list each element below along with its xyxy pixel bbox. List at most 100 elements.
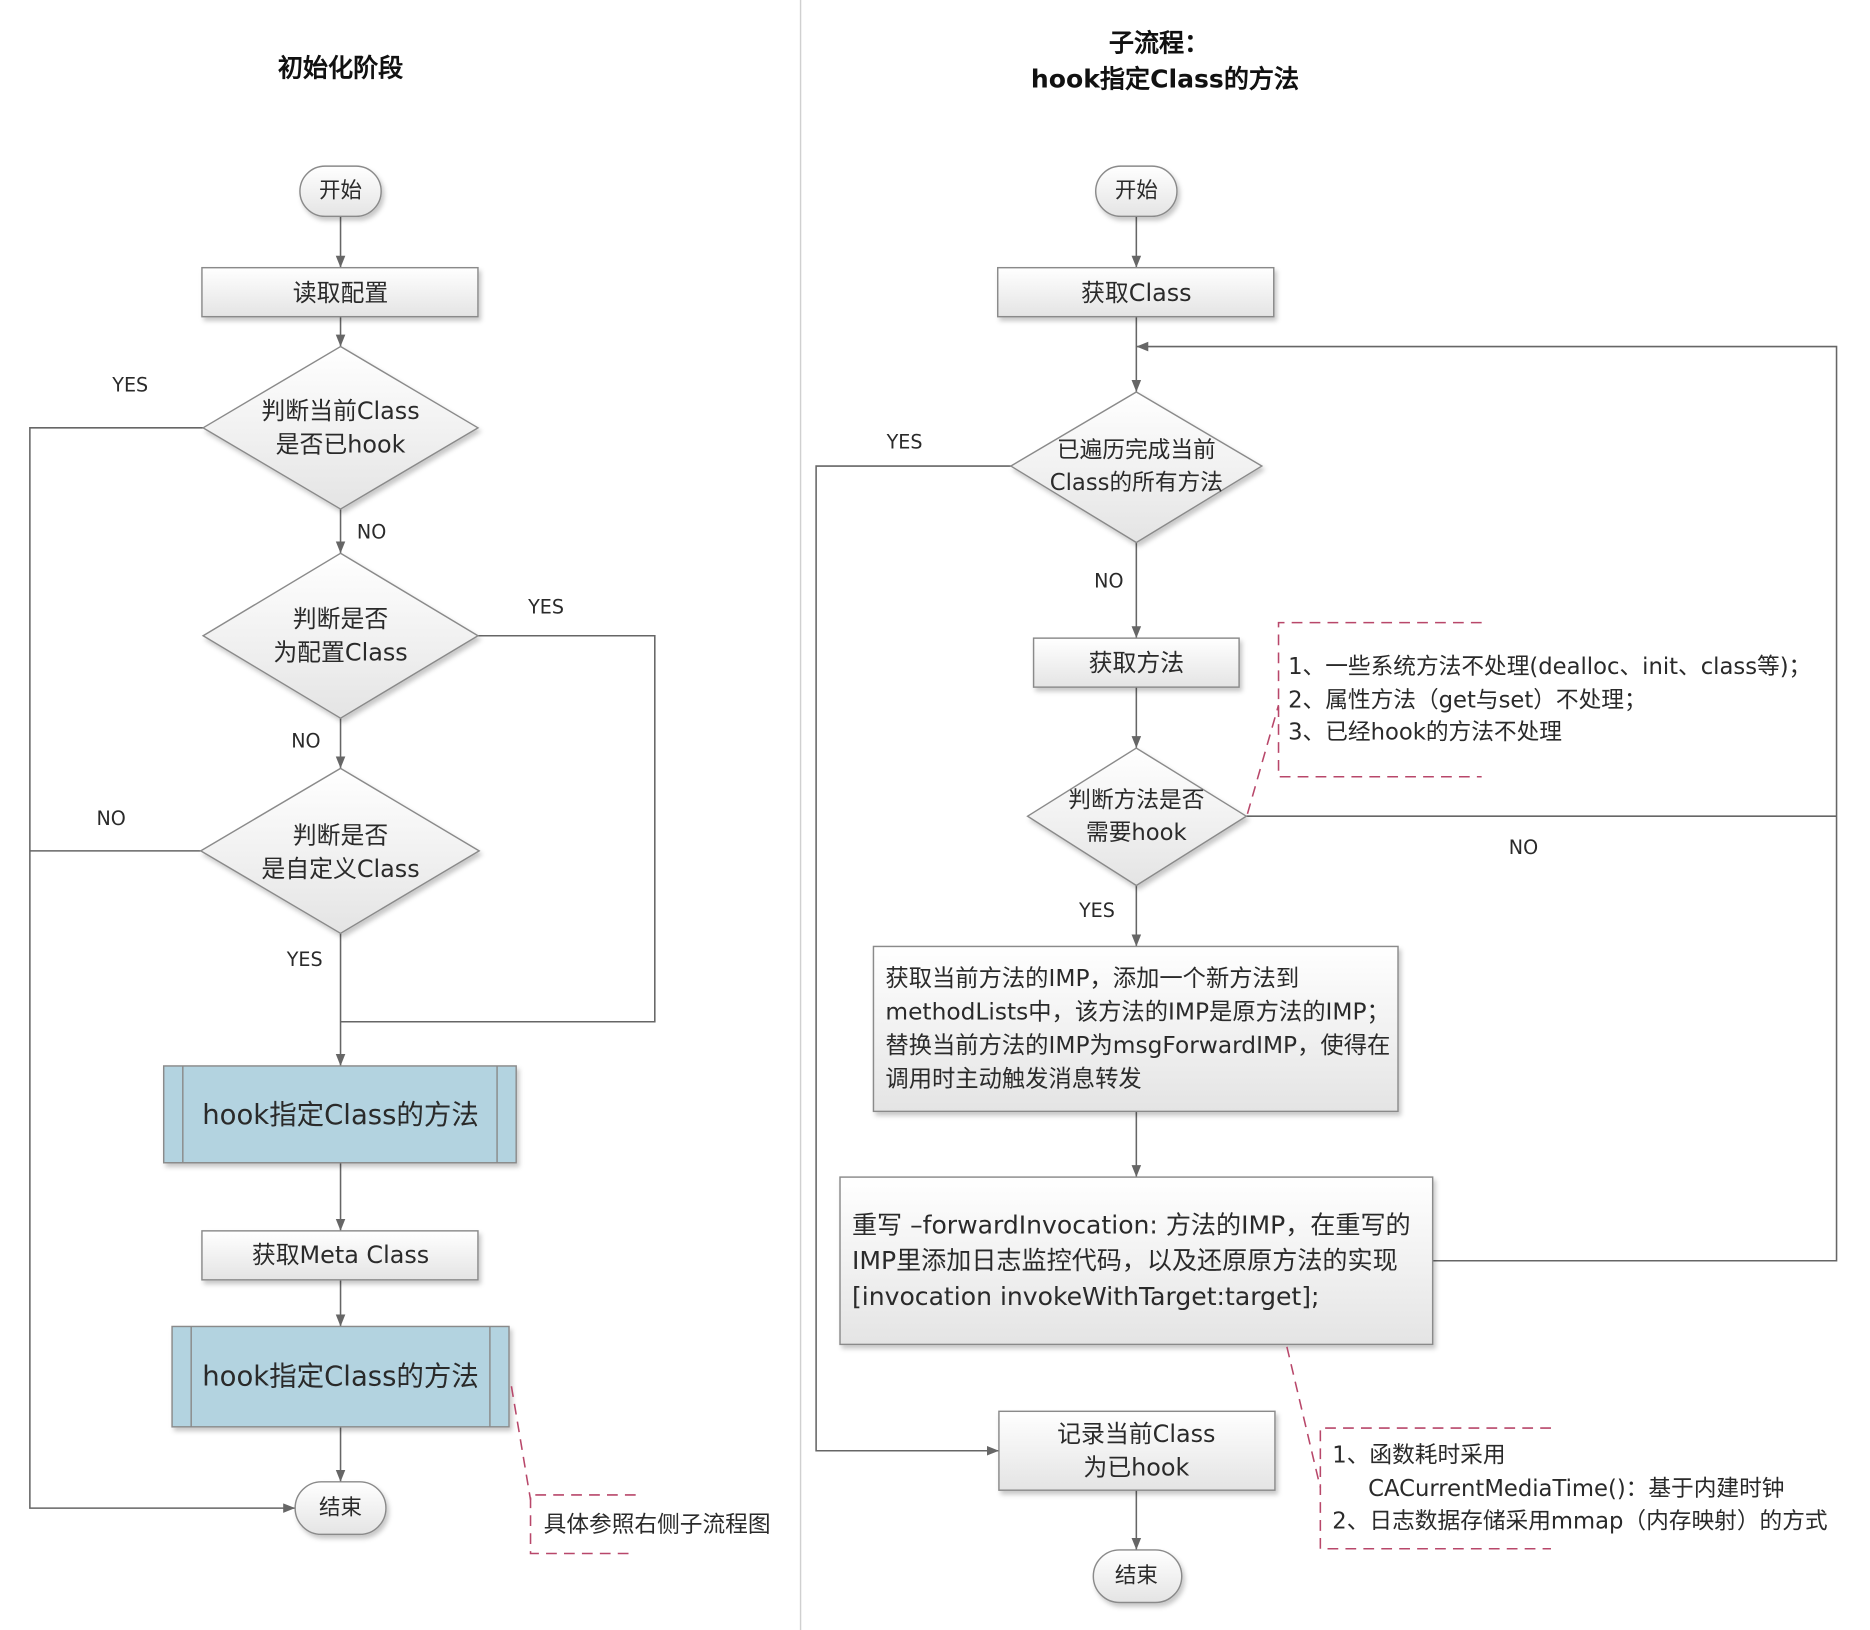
left-start-node: 开始 (299, 165, 382, 218)
hook-class-methods-label: hook指定Class的方法 (202, 1099, 479, 1131)
sub-start-pill (1094, 165, 1178, 218)
right-edge-labels: YES NO NO YES (886, 431, 1539, 922)
add-replace-imp-line-2: methodLists中，该方法的IMP是原方法的IMP； (885, 999, 1389, 1026)
get-method-box (1032, 637, 1240, 688)
add-replace-imp-line-3: 替换当前方法的IMP为msgForwardIMP，使得在 (885, 1032, 1390, 1059)
hook-meta-class-methods-box (171, 1325, 510, 1428)
check-traversed-decision: 已遍历完成当前 Class的所有方法 (1009, 391, 1264, 544)
check-traversed-line-2: Class的所有方法 (1050, 470, 1223, 496)
implementation-connector (1286, 1346, 1322, 1488)
left-annotation: 具体参照右侧子流程图 (510, 1386, 771, 1555)
get-class-box (997, 266, 1275, 318)
check-config-line-2: 为配置Class (273, 638, 407, 666)
edge-hooked-yes-to-end (29, 427, 296, 1513)
check-needs-hook-decision: 判断方法是否 需要hook (1026, 747, 1248, 887)
implementation-line-1: 1、函数耗时采用 (1332, 1443, 1505, 1469)
check-traversed-line-1: 已遍历完成当前 (1057, 438, 1216, 464)
check-needs-hook-diamond (1026, 747, 1248, 887)
forward-invocation-line-3: [invocation invokeWithTarget:target]; (852, 1282, 1320, 1311)
get-meta-class-label: 获取Meta Class (252, 1241, 429, 1269)
left-panel: 初始化阶段 YES NO YES NO NO YES 开始 (29, 54, 771, 1555)
get-meta-class-box (201, 1230, 479, 1281)
get-meta-class-node: 获取Meta Class (201, 1230, 479, 1281)
left-connectors (29, 216, 656, 1513)
forward-invocation-line-1: 重写 –forwardInvocation: 方法的IMP，在重写的 (852, 1210, 1411, 1239)
check-hooked-decision: 判断当前Class 是否已hook (201, 345, 480, 510)
hook-class-methods-box (162, 1065, 517, 1164)
check-custom-diamond (199, 767, 481, 935)
edge-label-custom-no: NO (96, 807, 125, 830)
right-panel-title-line-2: hook指定Class的方法 (1031, 64, 1299, 93)
read-config-label: 读取配置 (293, 279, 388, 307)
record-hooked-line-2: 为已hook (1083, 1453, 1189, 1481)
add-replace-imp-line-1: 获取当前方法的IMP，添加一个新方法到 (885, 965, 1299, 992)
check-custom-line-1: 判断是否 (293, 821, 388, 849)
get-method-label: 获取方法 (1089, 649, 1184, 677)
get-class-node: 获取Class (997, 266, 1275, 318)
check-config-diamond (201, 552, 480, 720)
start-label: 开始 (319, 179, 362, 204)
skip-rules-line-3: 3、已经hook的方法不处理 (1288, 720, 1562, 746)
read-config-node: 读取配置 (201, 266, 479, 318)
edge-label-hooked-yes: YES (111, 373, 148, 396)
check-config-decision: 判断是否 为配置Class (201, 552, 480, 720)
read-config-box (201, 266, 479, 318)
forward-invocation-node: 重写 –forwardInvocation: 方法的IMP，在重写的 IMP里添… (839, 1176, 1434, 1346)
check-needs-hook-line-1: 判断方法是否 (1068, 788, 1204, 814)
implementation-annotation: 1、函数耗时采用 CACurrentMediaTime()：基于内建时钟 2、日… (1286, 1346, 1828, 1550)
check-traversed-diamond (1009, 391, 1264, 544)
implementation-line-2: CACurrentMediaTime()：基于内建时钟 (1368, 1476, 1784, 1502)
sub-end-pill (1092, 1549, 1183, 1604)
add-replace-imp-box (872, 945, 1399, 1113)
get-class-label: 获取Class (1081, 279, 1192, 307)
sub-start-label: 开始 (1115, 179, 1158, 204)
check-config-line-1: 判断是否 (293, 605, 388, 633)
edge-label-config-no: NO (291, 729, 320, 752)
edge-label-custom-yes: YES (286, 948, 323, 971)
skip-rules-line-1: 1、一些系统方法不处理(dealloc、init、class等)； (1288, 654, 1811, 680)
forward-invocation-box (839, 1176, 1434, 1346)
implementation-line-3: 2、日志数据存储采用mmap（内存映射）的方式 (1332, 1508, 1827, 1534)
record-hooked-line-1: 记录当前Class (1057, 1420, 1215, 1448)
edge-label-traversed-yes: YES (886, 431, 923, 454)
edge-label-needs-hook-yes: YES (1078, 899, 1115, 922)
add-replace-imp-node: 获取当前方法的IMP，添加一个新方法到 methodLists中，该方法的IMP… (872, 945, 1399, 1113)
right-end-node: 结束 (1092, 1549, 1183, 1604)
sub-end-label: 结束 (1115, 1564, 1158, 1589)
left-annotation-text: 具体参照右侧子流程图 (544, 1512, 771, 1538)
forward-invocation-line-2: IMP里添加日志监控代码，以及还原原方法的实现 (852, 1246, 1398, 1275)
edge-label-needs-hook-no: NO (1509, 836, 1538, 859)
record-hooked-box (998, 1410, 1276, 1491)
add-replace-imp-line-4: 调用时主动触发消息转发 (885, 1066, 1141, 1093)
end-pill (294, 1481, 387, 1536)
left-end-node: 结束 (294, 1481, 387, 1536)
record-hooked-node: 记录当前Class 为已hook (998, 1410, 1276, 1491)
edge-loop-back (1136, 341, 1838, 1262)
check-hooked-diamond (201, 345, 480, 510)
edge-config-yes (340, 634, 656, 1023)
right-panel-title-line-1: 子流程： (1109, 29, 1209, 58)
skip-rules-line-2: 2、属性方法（get与set）不处理； (1288, 687, 1647, 713)
check-custom-line-2: 是自定义Class (261, 855, 419, 883)
hook-class-methods-subprocess: hook指定Class的方法 (162, 1065, 517, 1164)
skip-rules-bracket (1277, 621, 1482, 778)
edge-label-hooked-no: NO (357, 520, 386, 543)
left-edge-labels: YES NO YES NO NO YES (96, 373, 564, 971)
check-custom-decision: 判断是否 是自定义Class (199, 767, 481, 935)
right-panel: 子流程： hook指定Class的方法 YES NO NO YES 开始 (815, 29, 1838, 1604)
edge-traversed-yes-to-record (815, 465, 1011, 1456)
check-hooked-line-1: 判断当前Class (261, 397, 419, 425)
edge-label-config-yes: YES (527, 596, 564, 619)
edge-label-traversed-no: NO (1094, 569, 1123, 592)
skip-rules-annotation: 1、一些系统方法不处理(dealloc、init、class等)； 2、属性方法… (1246, 621, 1811, 815)
check-hooked-line-2: 是否已hook (276, 431, 406, 459)
skip-rules-connector (1246, 704, 1280, 815)
left-panel-title: 初始化阶段 (278, 54, 404, 83)
right-start-node: 开始 (1094, 165, 1178, 218)
hook-meta-class-methods-subprocess: hook指定Class的方法 (171, 1325, 510, 1428)
implementation-bracket (1319, 1427, 1551, 1550)
left-annotation-bracket (529, 1494, 636, 1555)
right-connectors (815, 216, 1838, 1550)
get-method-node: 获取方法 (1032, 637, 1240, 688)
